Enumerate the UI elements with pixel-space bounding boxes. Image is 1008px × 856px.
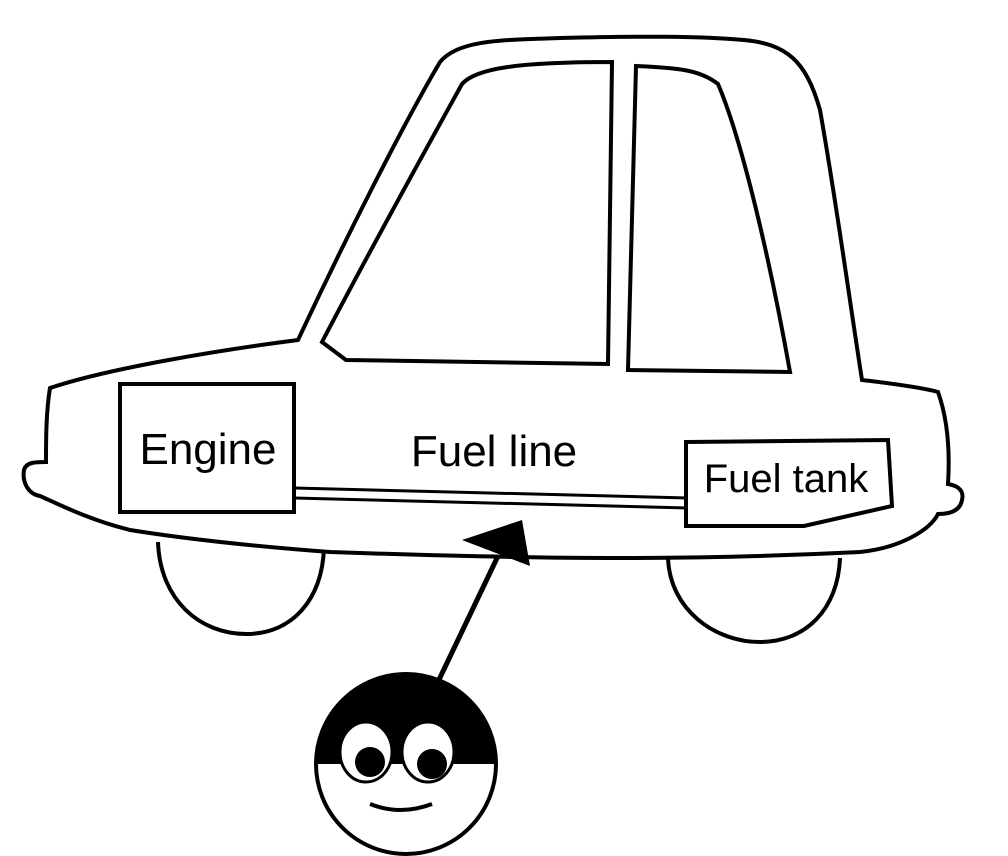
fuel-tank-box: Fuel tank: [686, 440, 892, 526]
front-wheel-icon: [158, 542, 324, 634]
engine-label: Engine: [139, 425, 276, 474]
engine-box: Engine: [120, 384, 294, 512]
rear-wheel-icon: [668, 558, 840, 642]
fuel-line-label: Fuel line: [411, 427, 577, 476]
person-face-icon: [316, 674, 496, 854]
fuel-tank-label: Fuel tank: [704, 457, 870, 501]
